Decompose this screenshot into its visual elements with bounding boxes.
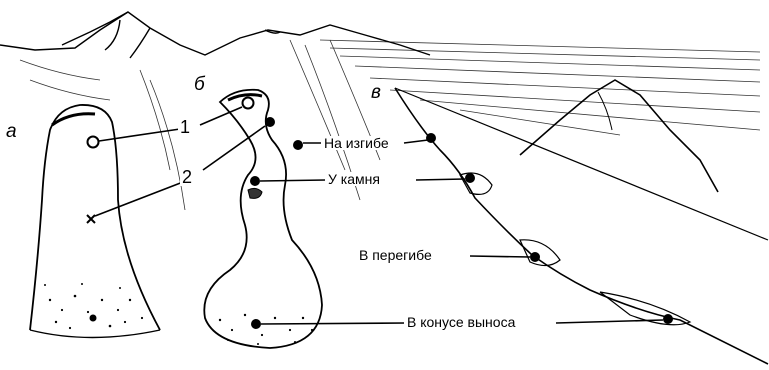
marker-v-top xyxy=(426,133,436,143)
chute-b-rock xyxy=(248,188,262,198)
chute-a-debris xyxy=(44,283,143,329)
marker-b-start xyxy=(243,98,254,109)
chute-b xyxy=(204,90,322,348)
marker-label-2: 2 xyxy=(180,168,194,186)
panel-letter-b: б xyxy=(194,75,205,94)
marker-v-fan xyxy=(663,314,673,324)
marker-v-stone xyxy=(465,173,475,183)
panel-letter-a: а xyxy=(6,122,17,141)
marker-stone xyxy=(250,176,260,186)
slope-hatching xyxy=(20,40,760,210)
chute-b-debris xyxy=(219,314,313,345)
marker-label-1: 1 xyxy=(178,118,192,136)
marker-a-fan xyxy=(90,315,97,322)
marker-bend xyxy=(293,140,303,150)
marker-a-cross xyxy=(87,215,95,223)
label-on-bend: На изгибе xyxy=(321,136,392,150)
marker-fan xyxy=(251,319,261,329)
marker-v-break xyxy=(530,252,540,262)
label-in-fan: В конусе выноса xyxy=(404,315,518,329)
label-at-stone: У камня xyxy=(325,172,383,186)
label-in-break: В перегибе xyxy=(356,248,435,262)
marker-b-second xyxy=(265,117,275,127)
marker-a-start xyxy=(88,137,99,148)
mountain-range xyxy=(0,12,430,58)
panel-letter-v: в xyxy=(371,83,381,102)
